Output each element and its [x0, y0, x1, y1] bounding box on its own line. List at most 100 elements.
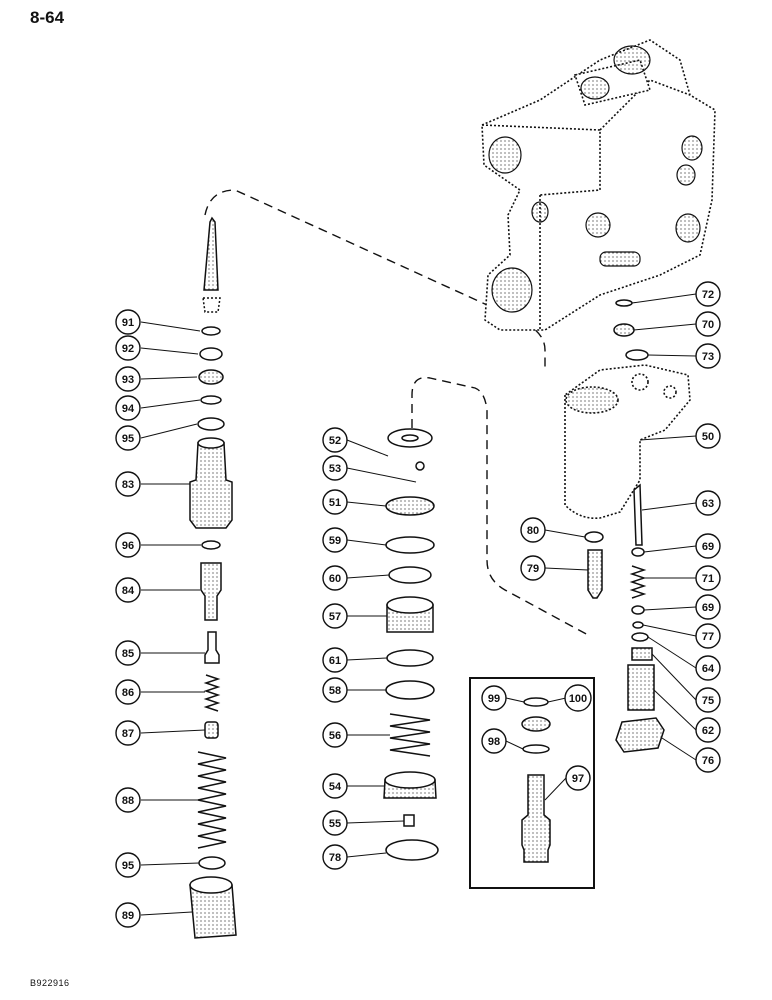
dashed-guide-lines — [204, 189, 591, 637]
callout-94: 94 — [115, 395, 141, 421]
callout-69-upper: 69 — [695, 533, 721, 559]
callout-label-95-top: 95 — [122, 433, 134, 445]
callout-56: 56 — [322, 722, 348, 748]
callout-79: 79 — [520, 555, 546, 581]
callout-label-71: 71 — [702, 573, 714, 585]
callout-86: 86 — [115, 679, 141, 705]
callout-label-51: 51 — [329, 497, 341, 509]
callout-95-top: 95 — [115, 425, 141, 451]
callout-71: 71 — [695, 565, 721, 591]
page-number: 8-64 — [30, 8, 65, 27]
callout-label-69-lower: 69 — [702, 602, 714, 614]
callout-label-53: 53 — [329, 463, 341, 475]
callout-60: 60 — [322, 565, 348, 591]
callout-label-94: 94 — [122, 403, 135, 415]
callout-label-95-bottom: 95 — [122, 860, 134, 872]
callout-97: 97 — [565, 765, 591, 791]
callout-61: 61 — [322, 647, 348, 673]
callout-label-60: 60 — [329, 573, 341, 585]
callout-85: 85 — [115, 640, 141, 666]
valve-body-ports — [488, 45, 703, 313]
callout-80: 80 — [520, 517, 546, 543]
callout-label-62: 62 — [702, 725, 714, 737]
callout-64: 64 — [695, 655, 721, 681]
callout-label-69-upper: 69 — [702, 541, 714, 553]
callout-label-84: 84 — [122, 585, 135, 597]
callout-label-52: 52 — [329, 435, 341, 447]
callout-label-91: 91 — [122, 317, 134, 329]
callout-62: 62 — [695, 717, 721, 743]
callout-96: 96 — [115, 532, 141, 558]
callout-label-77: 77 — [702, 631, 714, 643]
callout-51: 51 — [322, 489, 348, 515]
callout-label-75: 75 — [702, 695, 714, 707]
callout-label-70: 70 — [702, 319, 714, 331]
callout-69-lower: 69 — [695, 594, 721, 620]
callout-57: 57 — [322, 603, 348, 629]
callout-54: 54 — [322, 773, 348, 799]
callout-87: 87 — [115, 720, 141, 746]
callout-label-85: 85 — [122, 648, 134, 660]
callout-91: 91 — [115, 309, 141, 335]
callout-label-80: 80 — [527, 525, 539, 537]
callout-label-64: 64 — [702, 663, 715, 675]
callout-53: 53 — [322, 455, 348, 481]
callout-98: 98 — [481, 728, 507, 754]
callout-78: 78 — [322, 844, 348, 870]
callout-89: 89 — [115, 902, 141, 928]
callout-label-57: 57 — [329, 611, 341, 623]
callout-52: 52 — [322, 427, 348, 453]
callout-label-78: 78 — [329, 852, 341, 864]
callout-93: 93 — [115, 366, 141, 392]
callout-label-73: 73 — [702, 351, 714, 363]
callout-59: 59 — [322, 527, 348, 553]
callout-92: 92 — [115, 335, 141, 361]
callout-label-83: 83 — [122, 479, 134, 491]
figure-code: B922916 — [30, 978, 70, 988]
callout-label-76: 76 — [702, 755, 714, 767]
callout-76: 76 — [695, 747, 721, 773]
callout-label-97: 97 — [572, 773, 584, 785]
callout-label-58: 58 — [329, 685, 341, 697]
callout-label-59: 59 — [329, 535, 341, 547]
callout-label-99: 99 — [488, 693, 500, 705]
callout-label-55: 55 — [329, 818, 341, 830]
callout-63: 63 — [695, 490, 721, 516]
left-column-parts — [189, 216, 237, 939]
callout-label-98: 98 — [488, 736, 500, 748]
callout-100: 100 — [564, 684, 592, 712]
callout-label-88: 88 — [122, 795, 134, 807]
callout-72: 72 — [695, 281, 721, 307]
callout-label-93: 93 — [122, 374, 134, 386]
callout-58: 58 — [322, 677, 348, 703]
leader-lines — [140, 293, 697, 916]
callout-75: 75 — [695, 687, 721, 713]
callout-label-56: 56 — [329, 730, 341, 742]
housing-part-50 — [564, 364, 691, 520]
callout-50: 50 — [695, 423, 721, 449]
callout-label-86: 86 — [122, 687, 134, 699]
callout-label-79: 79 — [527, 563, 539, 575]
callout-88: 88 — [115, 787, 141, 813]
callout-label-63: 63 — [702, 498, 714, 510]
callout-83: 83 — [115, 471, 141, 497]
callout-84: 84 — [115, 577, 141, 603]
callout-label-87: 87 — [122, 728, 134, 740]
callout-label-96: 96 — [122, 540, 134, 552]
callout-label-50: 50 — [702, 431, 714, 443]
callout-label-72: 72 — [702, 289, 714, 301]
callout-55: 55 — [322, 810, 348, 836]
callout-label-92: 92 — [122, 343, 134, 355]
right-column-parts — [584, 299, 665, 753]
callout-95-bottom: 95 — [115, 852, 141, 878]
callouts: 91 92 93 94 95 83 96 84 85 86 87 88 95 8… — [115, 281, 721, 928]
middle-column-parts — [383, 428, 439, 861]
callout-73: 73 — [695, 343, 721, 369]
callout-label-54: 54 — [329, 781, 342, 793]
callout-99: 99 — [481, 685, 507, 711]
callout-label-89: 89 — [122, 910, 134, 922]
callout-77: 77 — [695, 623, 721, 649]
callout-70: 70 — [695, 311, 721, 337]
callout-label-100: 100 — [569, 693, 587, 705]
